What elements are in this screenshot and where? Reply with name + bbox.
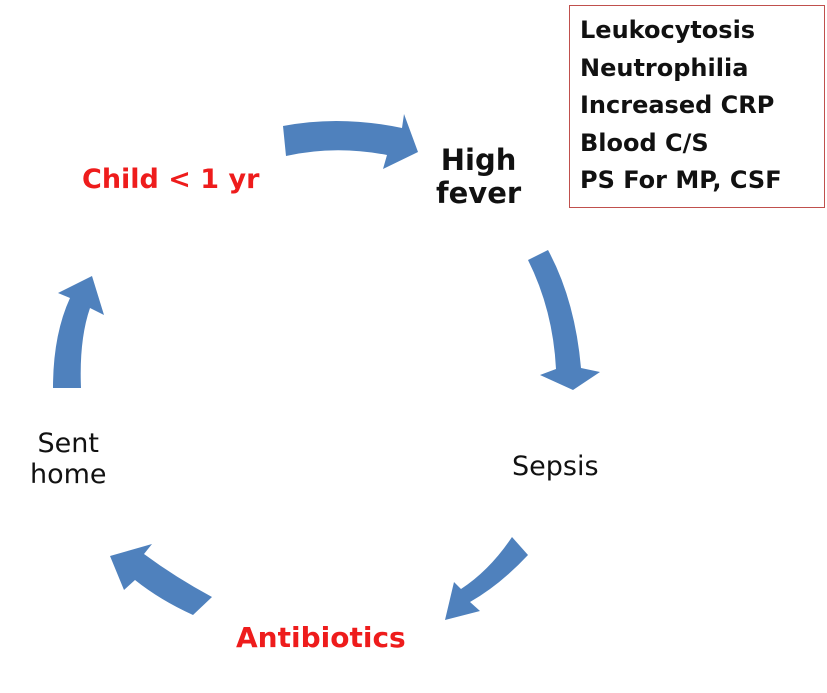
node-child-under-1-yr: Child < 1 yr	[82, 164, 259, 195]
curved-arrow-icon	[53, 276, 104, 388]
node-high-fever: High fever	[436, 143, 522, 211]
test-item: Blood C/S	[580, 128, 709, 157]
node-sepsis: Sepsis	[512, 451, 599, 482]
node-label-line1: Sent	[37, 428, 99, 459]
test-item: Neutrophilia	[580, 53, 749, 82]
node-label-line2: home	[30, 459, 107, 491]
test-item: PS For MP, CSF	[580, 166, 782, 194]
node-label: Child < 1 yr	[82, 164, 260, 195]
node-label: Sepsis	[512, 451, 599, 482]
curved-arrow-icon	[445, 537, 528, 620]
test-item: Increased CRP	[580, 91, 775, 119]
curved-arrow-icon	[110, 544, 212, 615]
node-sent-home: Sent home	[30, 428, 107, 490]
test-item: Leukocytosis	[580, 16, 756, 44]
investigations-box: Leukocytosis Neutrophilia Increased CRP …	[569, 5, 825, 208]
node-label: Antibiotics	[236, 621, 406, 654]
curved-arrow-icon	[528, 250, 600, 390]
node-label-line2: fever	[436, 176, 522, 211]
curved-arrow-icon	[283, 114, 418, 169]
node-antibiotics: Antibiotics	[236, 621, 406, 654]
node-label-line1: High	[440, 143, 517, 177]
